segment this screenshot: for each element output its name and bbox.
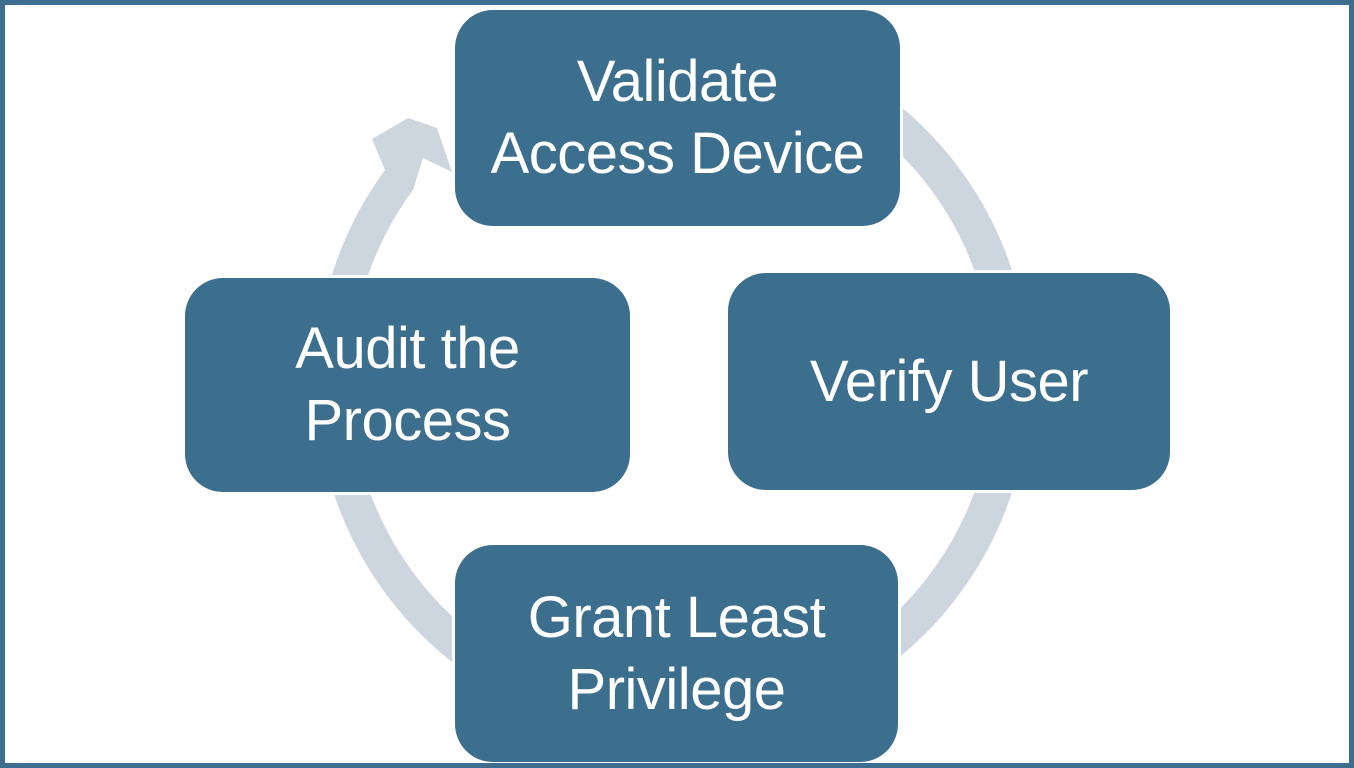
- node-label-audit-the-process: Audit the Process: [295, 316, 520, 453]
- cycle-node-audit-the-process: Audit the Process: [185, 278, 630, 492]
- cycle-node-grant-least-privilege: Grant Least Privilege: [455, 545, 898, 762]
- node-label-grant-least-privilege: Grant Least Privilege: [527, 584, 826, 722]
- node-label-validate-access-device: Validate Access Device: [490, 49, 865, 186]
- node-label-verify-user: Verify User: [809, 348, 1089, 414]
- cycle-node-validate-access-device: Validate Access Device: [455, 10, 900, 226]
- cycle-node-verify-user: Verify User: [728, 273, 1170, 490]
